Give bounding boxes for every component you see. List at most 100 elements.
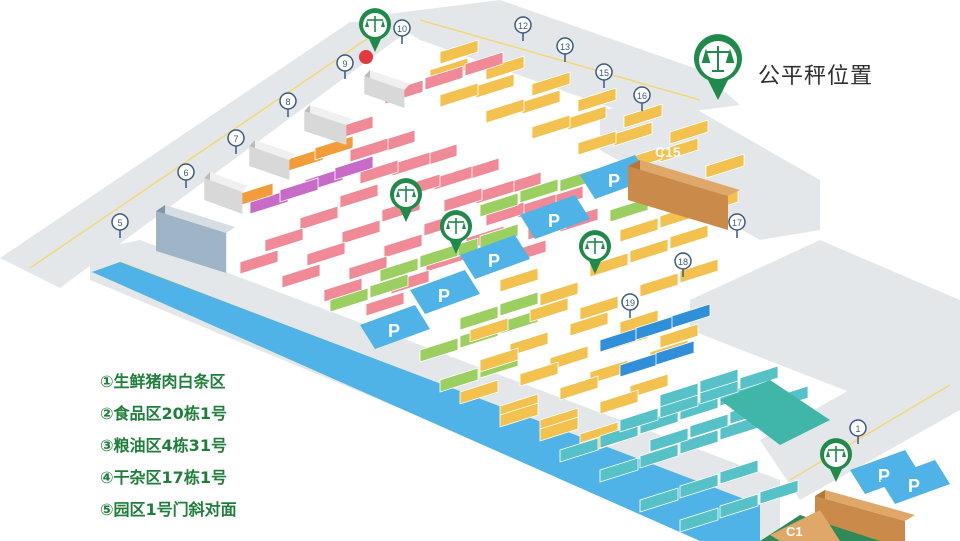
parking-label: P — [388, 321, 400, 341]
stall-block — [281, 263, 321, 289]
stall-block — [485, 55, 525, 81]
gate-label: 1 — [855, 424, 860, 434]
office-8-front — [304, 111, 347, 145]
location-item: ④干杂区17栋1号 — [100, 468, 227, 487]
stall-block — [439, 39, 479, 65]
scale-pin-icon — [820, 438, 852, 482]
stall-block — [459, 379, 499, 405]
stall-block — [439, 82, 479, 108]
stall-block — [559, 375, 599, 401]
road-east — [690, 240, 960, 400]
gate-17-marker: 17 — [728, 213, 746, 238]
stall-block — [531, 71, 571, 97]
stall-block — [579, 295, 619, 321]
stall-block — [629, 238, 669, 264]
stall-block — [739, 365, 779, 391]
stall-block — [623, 103, 663, 129]
stall-block — [759, 479, 799, 505]
stall-block — [419, 337, 459, 363]
gate-5-marker: 5 — [111, 213, 129, 238]
stall-block — [589, 252, 629, 278]
stall-block — [639, 272, 679, 298]
stall-block — [439, 367, 479, 393]
gate-label: 6 — [183, 168, 188, 178]
gate-10-marker: 10 — [393, 19, 411, 44]
stall-block — [679, 258, 719, 284]
stall-block — [619, 352, 659, 378]
stall-block — [443, 187, 483, 213]
stall-block — [349, 137, 389, 163]
parking-lot — [880, 460, 950, 504]
stall-block — [699, 368, 739, 394]
stall-block — [679, 507, 719, 533]
gate-label: 15 — [599, 68, 609, 78]
parking-lot — [460, 235, 530, 279]
parking-label: P — [908, 476, 920, 496]
stall-block — [599, 389, 639, 415]
stall-block — [559, 437, 599, 463]
stall-block — [264, 227, 304, 253]
stall-block — [279, 177, 319, 203]
stall-block — [539, 416, 579, 442]
stall-block — [671, 303, 711, 329]
office-6-roof — [204, 172, 248, 192]
stall-block — [619, 407, 659, 433]
stall-block — [369, 273, 409, 299]
location-item: ①生鲜猪肉白条区 — [100, 372, 226, 391]
parking-label: P — [488, 251, 500, 271]
location-item: ②食品区20栋1号 — [100, 404, 227, 423]
parking-lot — [410, 270, 480, 314]
building-c15-front — [628, 166, 728, 230]
office-10-front — [364, 76, 405, 108]
road-west — [0, 22, 420, 288]
scale-pin-icon — [440, 210, 472, 254]
parking-lot — [520, 195, 590, 239]
stall-block — [577, 87, 617, 113]
gate-18-marker: 18 — [674, 252, 692, 277]
stall-block — [635, 315, 675, 341]
scale-pin-icon — [390, 178, 422, 222]
stall-block — [719, 493, 759, 519]
stall-block — [669, 224, 709, 250]
gate-label: 9 — [342, 59, 347, 69]
building-c1 — [770, 510, 840, 541]
gate-12-marker: 12 — [514, 16, 532, 41]
stall-block — [705, 153, 745, 179]
stall-block — [639, 487, 679, 513]
building-c1-label: C1 — [786, 524, 803, 539]
parking-south — [92, 262, 760, 541]
stall-block — [249, 189, 289, 215]
gate-label: 7 — [233, 134, 238, 144]
stall-block — [679, 429, 719, 455]
stall-block — [306, 241, 346, 267]
road-line — [419, 19, 701, 101]
stall-block — [619, 217, 659, 243]
gate-label: 18 — [678, 257, 688, 267]
stall-block — [383, 233, 423, 259]
building-c3-roof — [815, 490, 915, 521]
stall-block — [659, 323, 699, 349]
stall-block — [479, 347, 519, 373]
stall-block — [359, 159, 399, 185]
road-line — [789, 384, 951, 481]
location-item: ③粮油区4栋31号 — [100, 436, 227, 455]
stall-block — [475, 73, 515, 99]
location-item: ⑤园区1号门斜对面 — [100, 500, 237, 519]
building-c15-roof — [628, 160, 740, 196]
stall-block — [341, 219, 381, 245]
gate-6-marker: 6 — [177, 163, 195, 188]
scale-pins — [359, 8, 852, 482]
office-10-roof — [364, 70, 410, 90]
office-6-front — [204, 178, 243, 214]
stall-block — [499, 267, 539, 293]
gate-label: 19 — [625, 298, 635, 308]
office-main-front — [156, 211, 227, 273]
gate-label: 13 — [560, 42, 570, 52]
stall-block — [379, 257, 419, 283]
gate-label: 16 — [637, 91, 647, 101]
scale-location-list: ①生鲜猪肉白条区 ②食品区20栋1号 ③粮油区4栋31号 ④干杂区17栋1号 ⑤… — [100, 366, 237, 526]
stall-block — [669, 119, 709, 145]
